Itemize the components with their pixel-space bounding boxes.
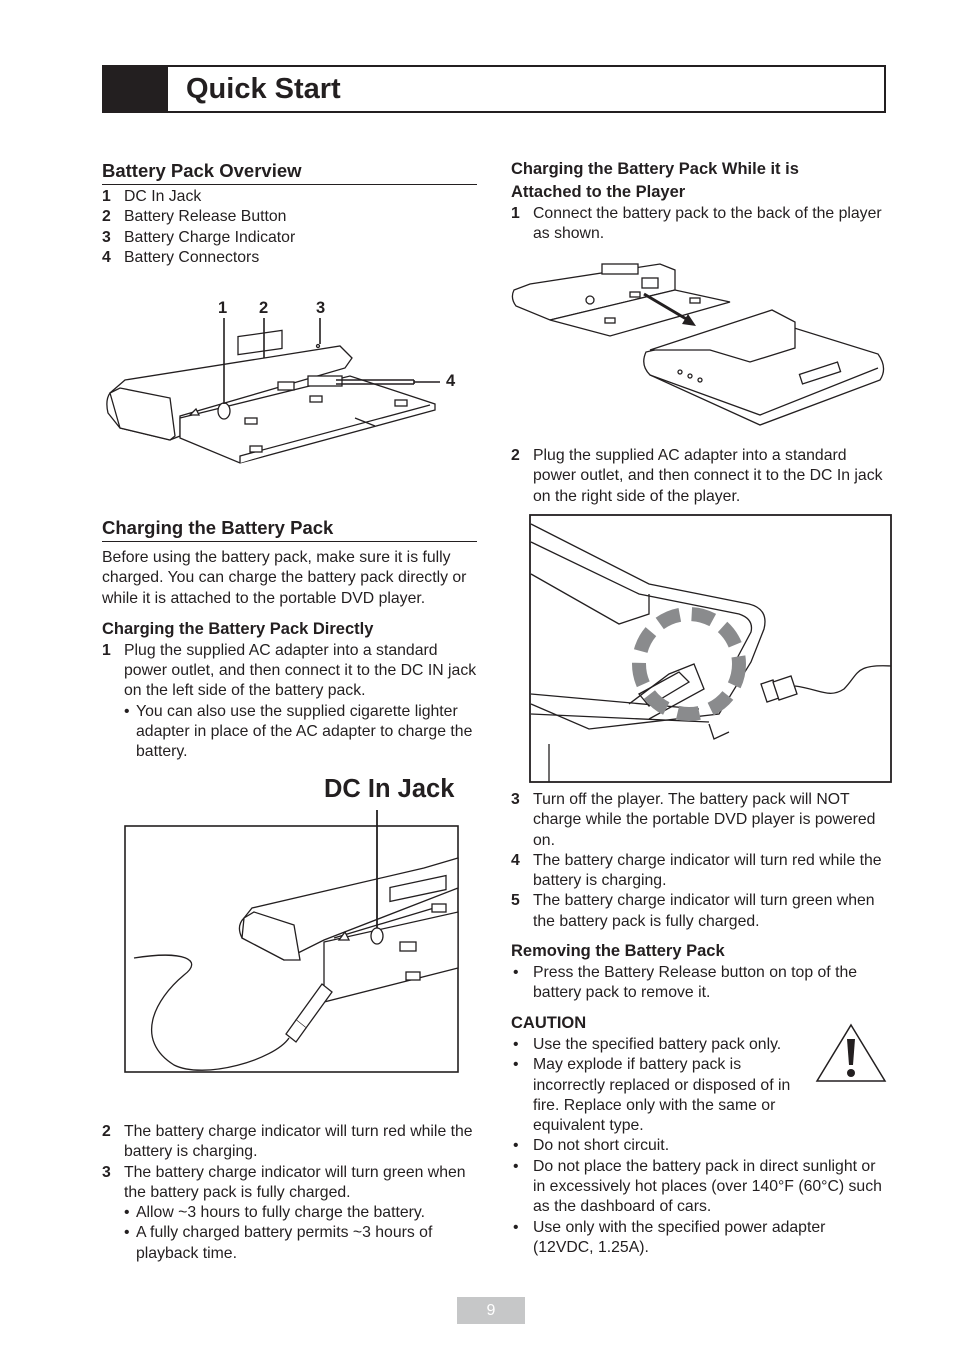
callout-2: 2 xyxy=(259,299,269,317)
caution-heading: CAUTION xyxy=(511,1014,587,1032)
charging-section: Charging the Battery Pack Before using t… xyxy=(102,517,477,763)
dc-in-jack-label: DC In Jack xyxy=(324,775,455,803)
attached-section: Charging the Battery Pack While it is At… xyxy=(511,158,886,245)
list-item: •Press the Battery Release button on top… xyxy=(513,964,858,1002)
list-item: •You can also use the supplied cigarette… xyxy=(124,702,473,761)
removing-section: Removing the Battery Pack •Press the Bat… xyxy=(511,940,886,1004)
list-item: •Use only with the specified power adapt… xyxy=(513,1218,826,1256)
page-number: 9 xyxy=(457,1297,525,1324)
list-item: •Use the specified battery pack only. xyxy=(513,1036,782,1053)
attached-heading: Charging the Battery Pack While it is At… xyxy=(511,160,799,201)
list-item: •Do not short circuit. xyxy=(513,1137,670,1155)
battery-pack-illustration xyxy=(106,318,440,464)
charging-directly-heading: Charging the Battery Pack Directly xyxy=(102,619,374,638)
warning-icon xyxy=(815,1023,887,1082)
removing-heading: Removing the Battery Pack xyxy=(511,942,725,960)
page-title: Quick Start xyxy=(186,73,341,105)
page-header: Quick Start xyxy=(102,65,886,113)
list-item: •Do not place the battery pack in direct… xyxy=(513,1157,882,1216)
charging-heading: Charging the Battery Pack xyxy=(102,517,477,542)
attach-battery-illustration xyxy=(511,263,885,426)
removing-list: •Press the Battery Release button on top… xyxy=(511,963,886,1004)
battery-overview-heading: Battery Pack Overview xyxy=(102,160,477,185)
charging-intro: Before using the battery pack, make sure… xyxy=(102,549,467,607)
dc-jack-illustration xyxy=(124,810,459,1073)
caution-list: •Use the specified battery pack only. •M… xyxy=(511,1035,887,1258)
list-item: •May explode if battery pack is incorrec… xyxy=(513,1056,791,1135)
header-black-block xyxy=(104,67,168,111)
caution-section: CAUTION •Use the specified battery pack … xyxy=(511,1012,887,1258)
callout-4: 4 xyxy=(446,372,456,390)
list-item: •Allow ~3 hours to fully charge the batt… xyxy=(124,1204,426,1222)
list-item: •A fully charged battery permits ~3 hour… xyxy=(124,1224,433,1262)
player-dc-jack-illustration xyxy=(529,514,892,783)
callout-1: 1 xyxy=(218,299,228,317)
callout-3: 3 xyxy=(316,299,326,317)
